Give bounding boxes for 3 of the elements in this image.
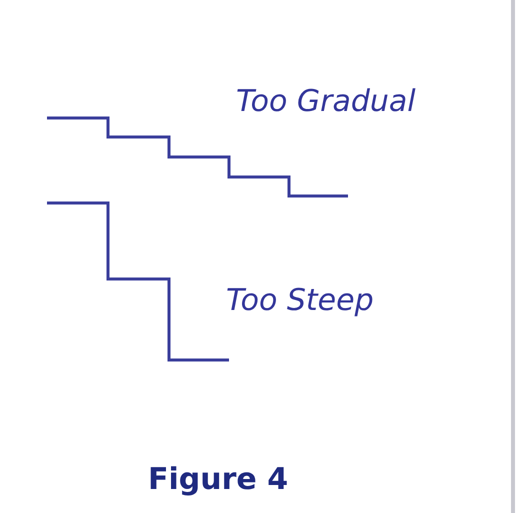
staircase-label: Too Steep xyxy=(226,283,374,318)
staircase-label: Too Gradual xyxy=(236,84,416,119)
figure-caption: Figure 4 xyxy=(148,462,288,497)
